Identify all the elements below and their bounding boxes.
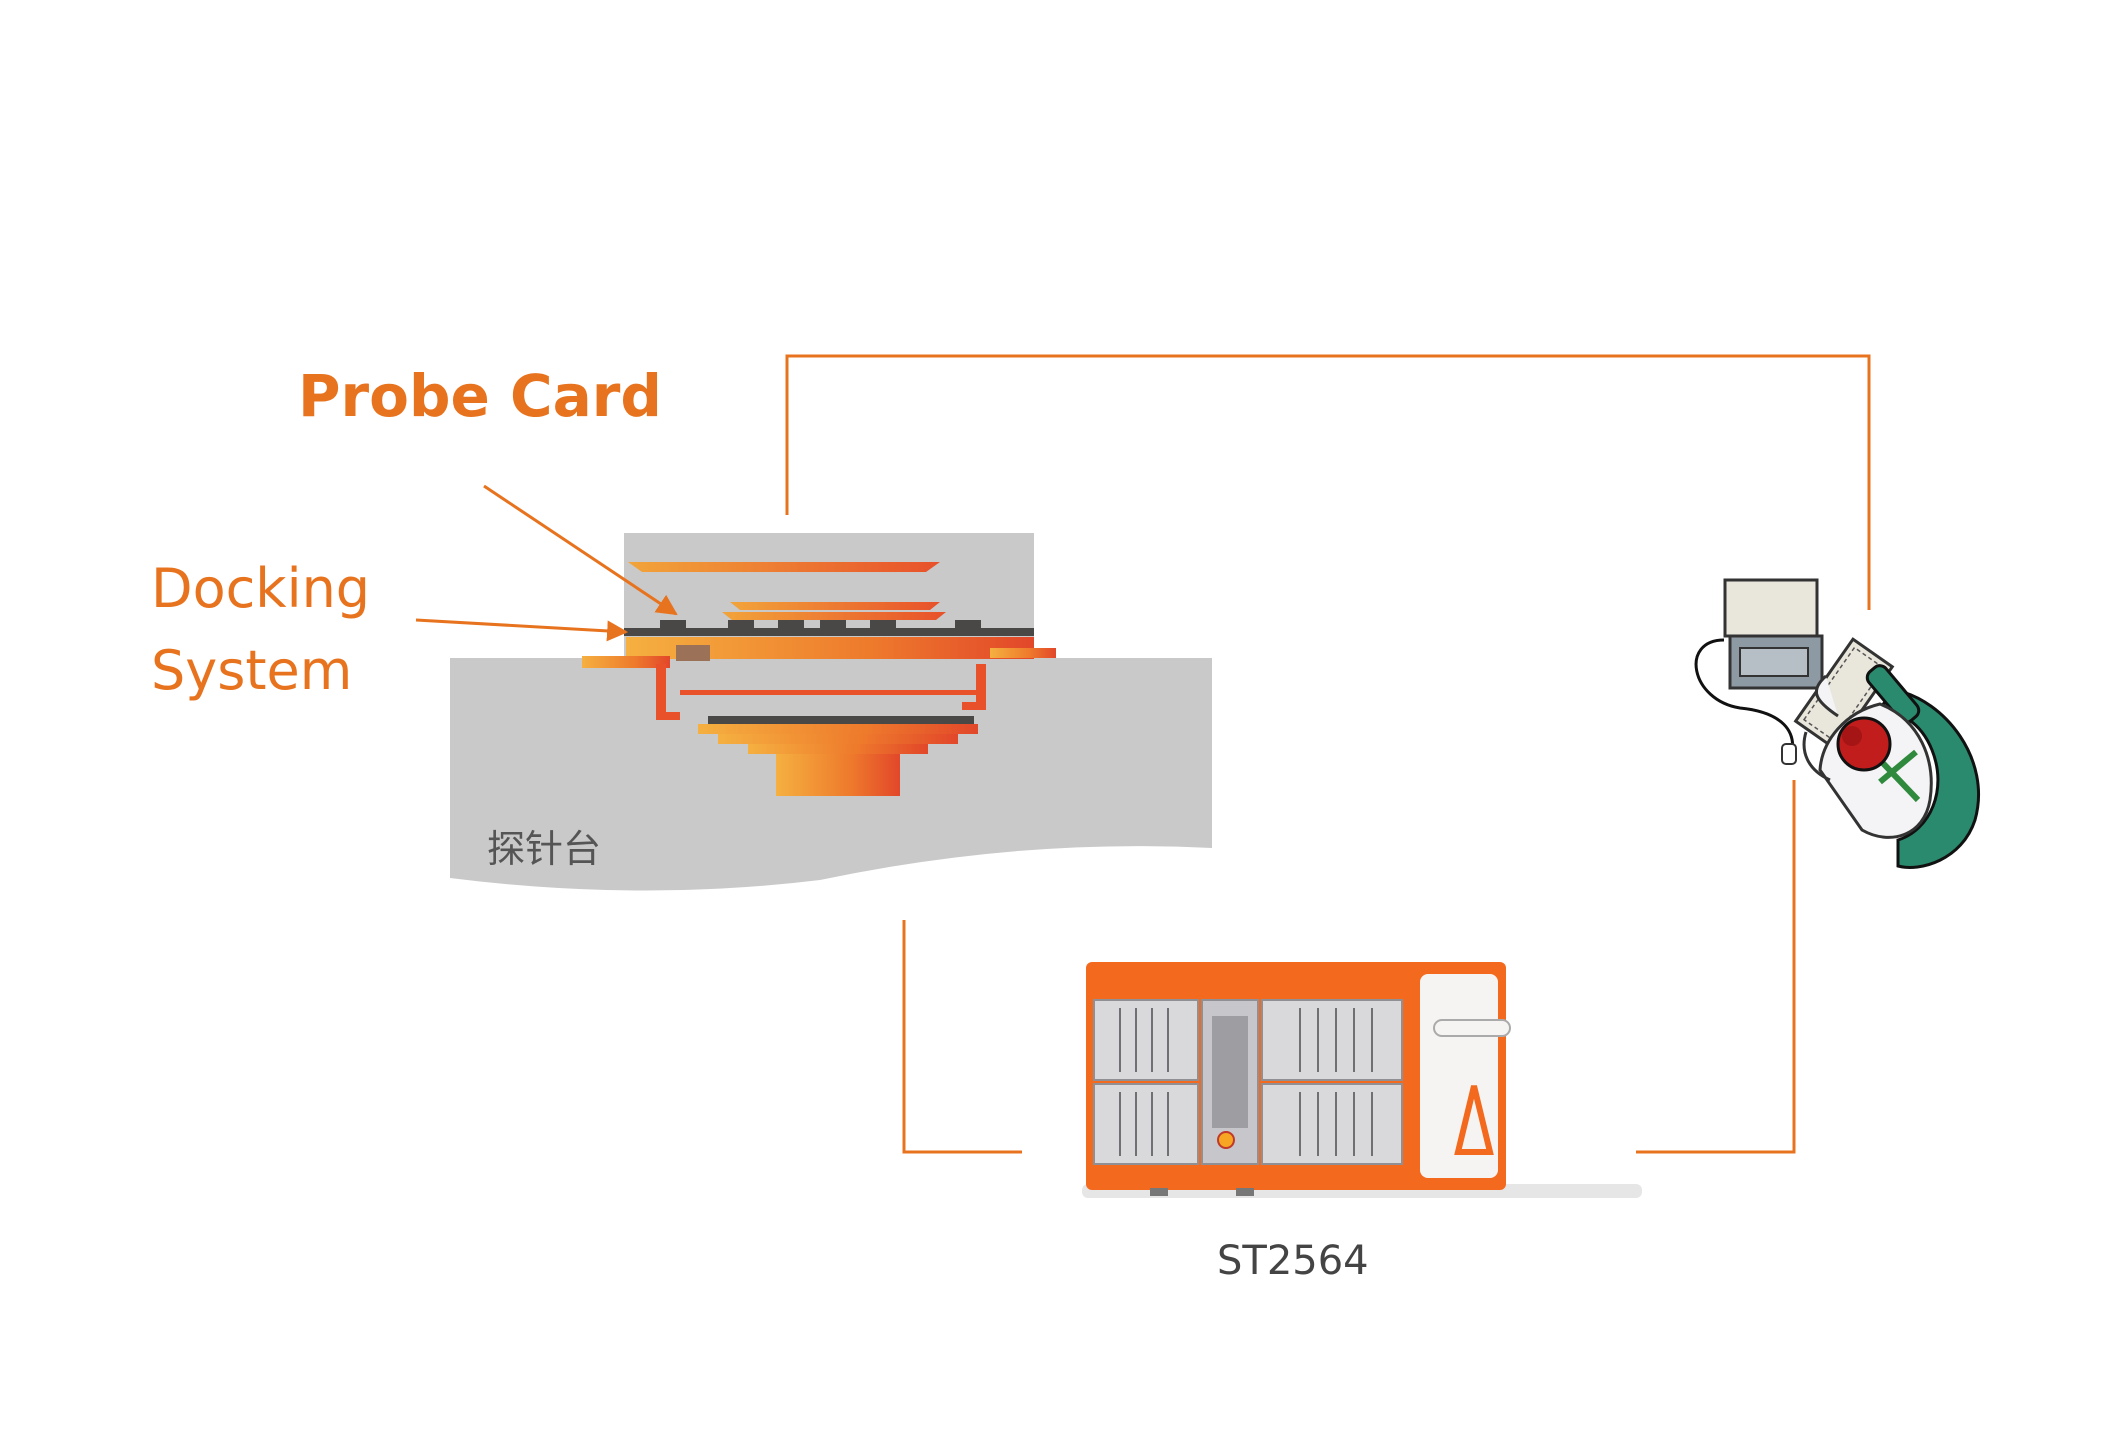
probe-card-plate-1: [730, 602, 940, 610]
operator-to-tester-line: [1636, 780, 1796, 1154]
chuck-pedestal: [776, 754, 900, 796]
chair: [1877, 688, 1981, 869]
probe-card-label: Probe Card: [298, 362, 662, 430]
mouse: [1781, 743, 1797, 765]
prober-to-tester-line: [902, 920, 1022, 1154]
module-top-right: [1261, 999, 1403, 1081]
docking-system-pointer: [415, 618, 629, 642]
test-system-cabinet-icon: [1082, 962, 1642, 1198]
prober-cross-section: [450, 533, 1212, 891]
contact: [660, 620, 686, 629]
contact: [728, 620, 754, 629]
operator-at-workstation-icon: [1694, 578, 1981, 869]
operator-strap: [1877, 749, 1921, 803]
cabinet-handle: [1433, 1019, 1511, 1037]
operator-arm: [1802, 731, 1831, 782]
top-plate: [628, 562, 940, 572]
docking-system-label-line1: Docking: [151, 557, 371, 620]
chamber-floor-left: [656, 712, 680, 720]
chamber-wall-left: [656, 664, 666, 720]
interface-board: [624, 628, 1034, 636]
operator-head: [1836, 716, 1892, 772]
chair-arm-top: [1865, 664, 1921, 724]
cabinet-side-logo: [1454, 1085, 1494, 1155]
module-slots: [1119, 1008, 1373, 1156]
probe-card-plate-2: [722, 612, 946, 620]
chuck-tier-3: [748, 744, 928, 754]
probe-card-pointer: [483, 484, 678, 616]
chamber-wall-right: [976, 664, 986, 708]
docking-flange-left: [582, 656, 670, 668]
docking-system-label-line2: System: [151, 639, 353, 702]
cabinet-foot: [1236, 1188, 1254, 1196]
module-bottom-right: [1261, 1083, 1403, 1165]
monitor: [1723, 578, 1819, 638]
contact: [955, 620, 981, 629]
contact: [820, 620, 846, 629]
operator-hair: [1842, 726, 1862, 746]
contact: [778, 620, 804, 629]
connection-lines: [785, 354, 1871, 1154]
tester-model-label: ST2564: [1217, 1238, 1369, 1284]
vent-grille: [1212, 1016, 1248, 1128]
chamber-floor-right: [962, 702, 986, 710]
docking-system-label: Docking System: [151, 548, 370, 712]
chuck-tier-2: [718, 734, 958, 744]
cabinet-foot: [1150, 1188, 1168, 1196]
contact: [870, 620, 896, 629]
module-top-left: [1093, 999, 1199, 1081]
prober-to-operator-line: [785, 354, 1871, 610]
prober-label: 探针台: [487, 827, 602, 871]
operator-arm: [1814, 674, 1839, 718]
chamber-rim: [680, 690, 976, 695]
docking-block: [676, 645, 710, 661]
cable: [1694, 638, 1794, 761]
emergency-button: [1217, 1131, 1235, 1149]
module-bottom-left: [1093, 1083, 1199, 1165]
docking-ring: [626, 637, 1034, 659]
docking-flange-right: [990, 648, 1056, 658]
keyboard-keys: [1802, 646, 1885, 742]
chuck-tier-1: [698, 724, 978, 734]
monitor-screen: [1739, 647, 1809, 677]
wafer: [708, 716, 974, 724]
